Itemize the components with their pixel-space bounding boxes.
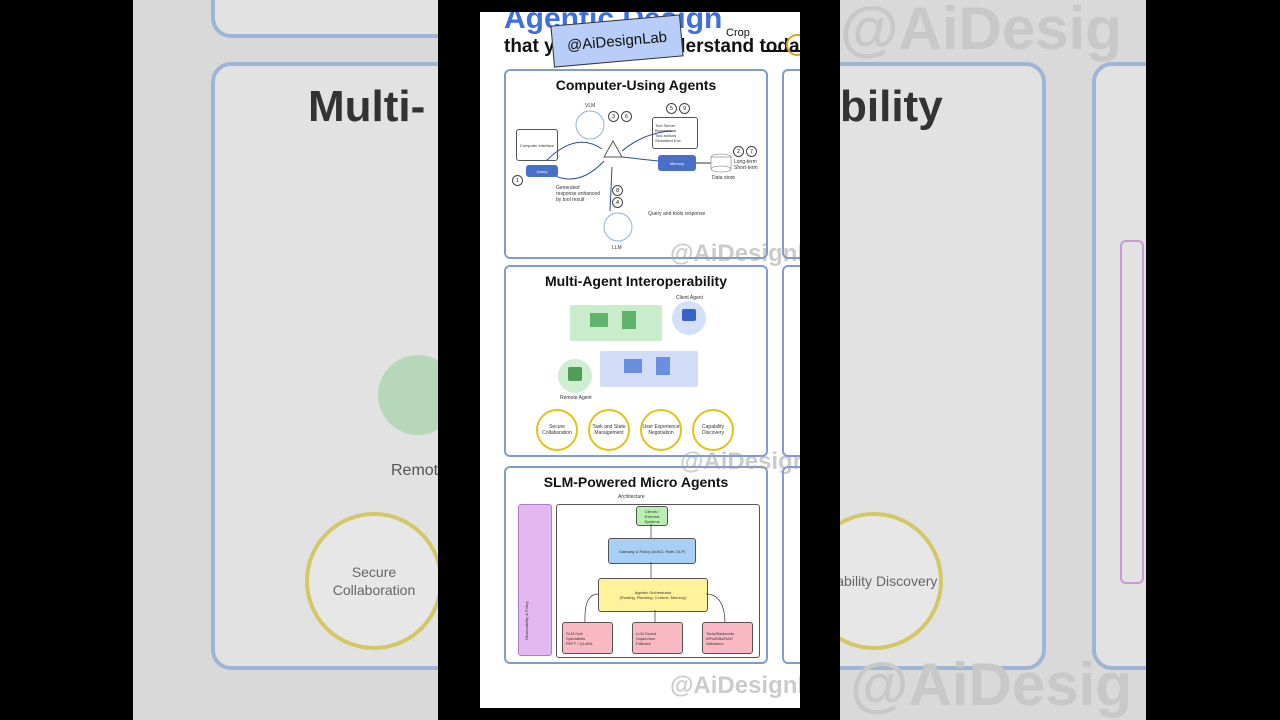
step-number: 4: [612, 197, 623, 208]
crop-label[interactable]: Crop: [726, 27, 750, 39]
memory-box: Memory: [658, 155, 696, 171]
client-robot-icon: [682, 309, 696, 321]
slm-hub-box: SLM Hub Specialists PEFT / QLoRA: [562, 622, 613, 654]
panel-right-partial: [782, 265, 800, 457]
cua-diagram: [545, 110, 732, 242]
circle-user-experience: User Experience Negotiation: [640, 409, 682, 451]
slm-hub-item: Specialists: [566, 635, 586, 641]
gateway-box: Gateway & Policy (AuthZ, Rate, DLP): [608, 538, 696, 564]
step-number: 2: [733, 146, 744, 157]
poster: Agentic Design that you should understan…: [480, 12, 800, 708]
llm-guard-item: Supervisor: [636, 635, 656, 641]
client-agent-label: Client Agent: [676, 295, 703, 301]
tools-item: Validators: [706, 640, 724, 646]
ghost-robot-icon: [378, 355, 438, 435]
panel-right-partial: [782, 69, 800, 259]
subtitle-dash: [764, 50, 800, 52]
ghost-remote-label: Remot: [391, 462, 438, 479]
table-icon: [590, 313, 608, 327]
background-left: Multi- Remot Secure Collaboration: [133, 0, 438, 720]
panel-right-partial: [782, 466, 800, 664]
orchestrator-box: Agentic Orchestrator (Routing, Planning,…: [598, 578, 708, 612]
step-number: 6: [621, 111, 632, 122]
panel-computer-using-agents: Computer-Using Agents VLM Computer inter…: [504, 69, 768, 259]
circle-secure-collaboration: Secure Collaboration: [536, 409, 578, 451]
slm-hub-item: PEFT / QLoRA: [566, 640, 593, 646]
panel-slm-micro-agents: SLM-Powered Micro Agents Architecture Ob…: [504, 466, 768, 664]
tool-server-label: Tool Server: [655, 123, 676, 128]
ghost-card-far-right: [1092, 62, 1146, 670]
poster-watermark: @AiDesignLab: [670, 240, 800, 267]
green-message-card: [570, 305, 662, 341]
background-right: @AiDesig bility Capability Discovery @Ai…: [840, 0, 1146, 720]
step-number: 3: [608, 111, 619, 122]
logo-icon: [786, 34, 800, 56]
ghost-circle-secure: Secure Collaboration: [305, 512, 438, 650]
query-box: Query: [526, 165, 558, 177]
memory-note: Long-term Short-term: [734, 159, 758, 171]
poster-watermark: @AiDesignLab: [670, 672, 800, 699]
panel-title: SLM-Powered Micro Agents: [543, 474, 729, 490]
document-icon: [622, 311, 636, 329]
orchestrator-label: Agentic Orchestrator: [634, 590, 672, 595]
ghost-watermark-right: @AiDesig: [850, 651, 1132, 718]
llm-guard-label: LLM Guard: [636, 630, 657, 636]
step-number: 7: [746, 146, 757, 157]
tools-label: Tools/Backends: [706, 630, 735, 636]
generated-response-label: Generated response enhanced by tool resu…: [556, 185, 600, 203]
panel-title: Multi-Agent Interoperability: [545, 273, 727, 289]
architecture-frame: [556, 504, 760, 658]
query-tools-label: Query and tools response: [648, 211, 706, 217]
slm-hub-label: SLM Hub: [566, 630, 583, 636]
step-number: 1: [512, 175, 523, 186]
circle-task-state: Task and State Management: [588, 409, 630, 451]
llm-guard-item: Fallback: [636, 640, 651, 646]
llm-label: LLM: [612, 245, 622, 251]
poster-watermark: @AiDesignLab: [680, 448, 800, 475]
clients-box: Clients / External Systems: [636, 506, 668, 526]
tool-server-box: Tool Server Browsers Tool actions Simula…: [652, 117, 698, 149]
slm-arrows: [584, 524, 726, 623]
tools-box: Tools/Backends APIs/DBs/RAG Validators: [702, 622, 753, 654]
document-icon: [656, 357, 670, 375]
tools-item: APIs/DBs/RAG: [706, 635, 733, 641]
ghost-title-left: Multi-: [308, 82, 426, 131]
observability-sidebar: [518, 504, 552, 656]
vlm-label: VLM: [585, 103, 596, 109]
remote-agent-label: Remote Agent: [560, 395, 592, 401]
computer-interface-box: Computer interface: [516, 129, 558, 161]
blue-message-card: [600, 351, 698, 387]
step-number: 9: [679, 103, 690, 114]
architecture-label: Architecture: [618, 494, 645, 500]
llm-guard-box: LLM Guard Supervisor Fallback: [632, 622, 683, 654]
handle-tag-label: @AiDesignLab: [566, 28, 668, 54]
tool-item: Tool actions: [655, 133, 677, 138]
remote-robot-icon: [568, 367, 582, 381]
circle-capability-discovery: Capability Discovery: [692, 409, 734, 451]
step-number: 5: [666, 103, 677, 114]
table-icon: [624, 359, 642, 373]
tool-item: Browsers: [655, 128, 672, 133]
tool-item: Simulated Env: [655, 138, 681, 143]
panel-multi-agent-interoperability: Multi-Agent Interoperability Client Agen…: [504, 265, 768, 457]
ghost-sidebar-box: [1120, 240, 1144, 584]
ghost-watermark-top: @AiDesig: [840, 0, 1122, 62]
panel-title: Computer-Using Agents: [555, 77, 717, 93]
data-store-label: Data store: [712, 175, 736, 181]
ghost-title-right: bility: [840, 82, 943, 131]
step-number: 8: [612, 185, 623, 196]
ghost-card-top: [211, 0, 438, 38]
orchestrator-sub: (Routing, Planning, Context, Memory): [619, 595, 687, 600]
